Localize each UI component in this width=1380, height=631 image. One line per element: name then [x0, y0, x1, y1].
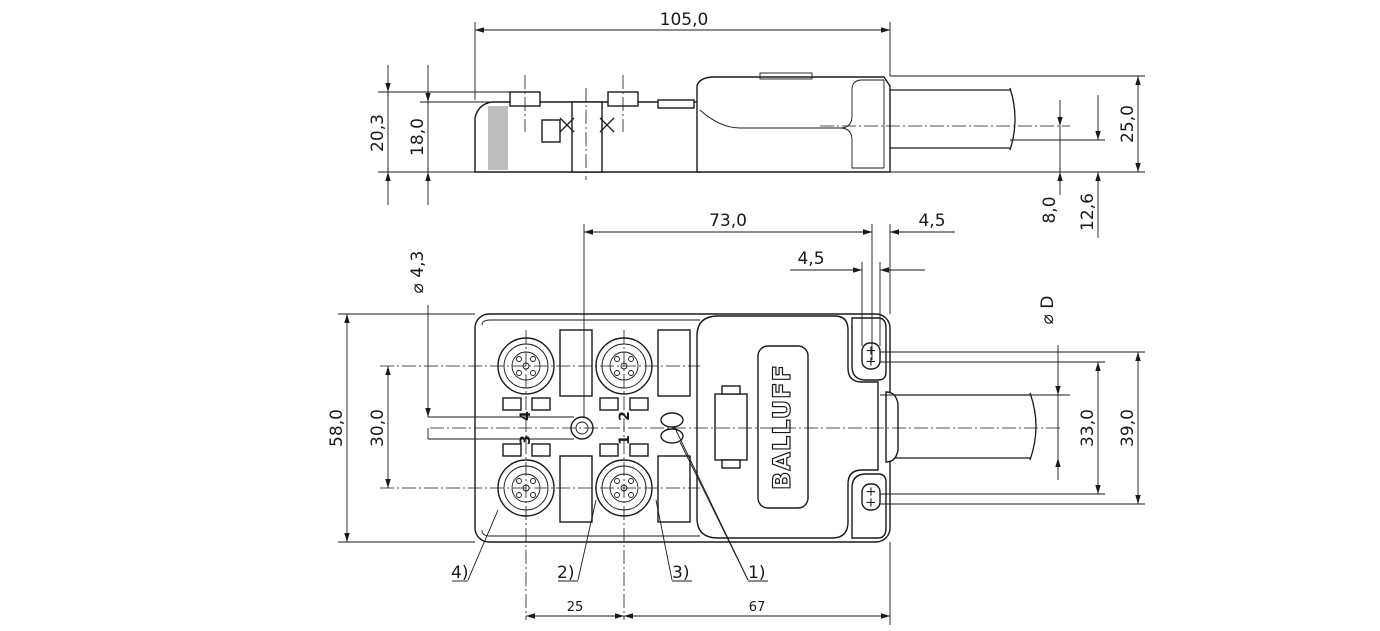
dim-mount-spacing-inner-label: 33,0 — [1078, 409, 1098, 447]
dim-width-overall: 58,0 — [327, 313, 475, 543]
port-marker-1a — [599, 443, 619, 457]
dim-hole-offset-side: 4,5 — [790, 249, 925, 346]
port-marker-3b — [531, 443, 551, 457]
side-view-hole-section — [571, 101, 603, 173]
dim-cable-diameter: ⌀ D — [880, 296, 1070, 480]
dim-height-body-label: 18,0 — [408, 118, 428, 156]
dim-connector-to-end-label: 67 — [749, 600, 766, 615]
side-view-led-window — [759, 72, 813, 80]
port-marker-3a — [502, 443, 522, 457]
top-view-cable-gland — [885, 391, 899, 463]
side-view-housing-right-detail — [699, 79, 885, 169]
dim-connector-pitch-label: 25 — [567, 600, 584, 615]
side-view-hole-washer — [541, 119, 561, 143]
side-view-connector-3 — [657, 99, 695, 109]
dim-cable-center-high-label: 12,6 — [1078, 193, 1098, 231]
port-number-1: 1 — [617, 435, 633, 445]
side-view-cable — [890, 87, 1016, 151]
side-view-housing-shade — [488, 106, 508, 170]
mount-slot-top — [861, 342, 881, 370]
callout-4: 4) — [451, 563, 468, 583]
port-marker-2a — [599, 397, 619, 411]
dim-mount-spacing-outer-label: 39,0 — [1118, 409, 1138, 447]
dim-side-heights: 20,3 18,0 — [368, 65, 540, 205]
top-view-housing-inner — [481, 319, 700, 537]
center-slot-tab-top — [721, 385, 741, 395]
port-marker-4b — [531, 397, 551, 411]
dim-cable-height-label: 25,0 — [1118, 105, 1138, 143]
port-marker-4a — [502, 397, 522, 411]
port-marker-2b — [629, 397, 649, 411]
led-window-2 — [657, 329, 691, 397]
dim-width-overall-label: 58,0 — [327, 409, 347, 447]
status-led-top — [660, 412, 684, 428]
center-slot-tab-bottom — [721, 459, 741, 469]
led-window-3 — [559, 455, 593, 523]
port-marker-1b — [629, 443, 649, 457]
mount-slot-bottom — [861, 483, 881, 511]
dim-hole-diameter: ⌀ 4,3 — [408, 251, 574, 440]
dim-hole-diameter-label: ⌀ 4,3 — [408, 251, 428, 294]
callout-1: 1) — [748, 563, 765, 583]
port-number-4: 4 — [518, 411, 534, 421]
dim-hole-offset-top: 4,5 — [850, 211, 955, 314]
dim-cable-heights: 25,0 8,0 12,6 — [890, 75, 1145, 238]
dim-cable-center-low-label: 8,0 — [1040, 196, 1060, 223]
brand-plate — [757, 345, 809, 509]
mount-slot-top-icon: ++ — [864, 345, 879, 367]
side-view — [474, 72, 1070, 180]
side-view-hole-hatch — [559, 117, 615, 133]
top-view-cable — [890, 392, 1037, 461]
callouts: 4) 2) 3) 1) — [451, 425, 768, 583]
dim-bottom: 25 67 — [526, 542, 891, 625]
dim-height-overall-label: 20,3 — [368, 114, 388, 152]
side-view-housing-right — [696, 76, 891, 173]
led-window-1 — [559, 329, 593, 397]
led-window-4 — [657, 455, 691, 523]
dim-hole-spacing-label: 73,0 — [709, 211, 747, 231]
dim-connector-spacing: 30,0 — [368, 366, 391, 488]
top-view: ++ ++ BALLUFF 4 2 3 1 — [380, 313, 1060, 620]
port-number-2: 2 — [617, 411, 633, 421]
dim-total-length-label: 105,0 — [660, 10, 709, 30]
brand-logo: BALLUFF — [768, 364, 796, 490]
dim-hole-spacing: 73,0 — [583, 211, 873, 418]
dim-connector-spacing-label: 30,0 — [368, 409, 388, 447]
center-slot-outer — [714, 393, 748, 461]
dim-hole-offset-side-label: 4,5 — [797, 249, 824, 269]
status-led-bottom — [660, 428, 684, 444]
dim-mount-spacing: 33,0 39,0 — [880, 351, 1145, 505]
dim-total-length: 105,0 — [474, 10, 891, 100]
mount-slot-bottom-icon: ++ — [864, 486, 879, 508]
callout-2: 2) — [557, 563, 574, 583]
dim-hole-offset-top-label: 4,5 — [918, 211, 945, 231]
callout-3: 3) — [672, 563, 689, 583]
dim-cable-diameter-label: ⌀ D — [1038, 296, 1058, 325]
